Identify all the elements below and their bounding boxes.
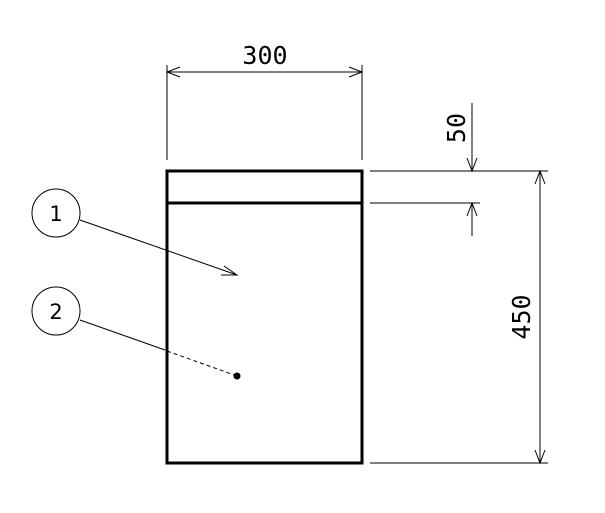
top-offset-arrow-lower (466, 201, 478, 217)
callout-1-arrowhead (221, 265, 239, 276)
section-outline (165, 169, 364, 465)
height-arrow-upper (534, 169, 546, 185)
height-dimension-label: 450 (507, 294, 536, 339)
width-arrow-left (165, 66, 181, 78)
callout-1-bubble (31, 188, 81, 238)
height-dimension: 450 (370, 169, 548, 465)
top-offset-dimension: 50 (370, 103, 480, 236)
width-dimension: 300 (165, 41, 364, 160)
callout-2: 2 (31, 286, 241, 380)
top-offset-arrow-upper (466, 157, 478, 173)
callout-2-dot (233, 372, 241, 380)
callout-2-bubble (31, 286, 81, 336)
callout-2-label: 2 (49, 300, 62, 324)
callout-1: 1 (31, 188, 239, 276)
top-offset-dimension-label: 50 (442, 113, 471, 143)
height-arrow-lower (534, 449, 546, 465)
width-arrow-right (348, 66, 364, 78)
callout-2-leader (79, 319, 166, 351)
callout-1-leader (79, 219, 238, 276)
callout-2-leader-hidden (166, 350, 238, 377)
callout-1-label: 1 (49, 202, 62, 226)
width-dimension-label: 300 (242, 41, 287, 70)
